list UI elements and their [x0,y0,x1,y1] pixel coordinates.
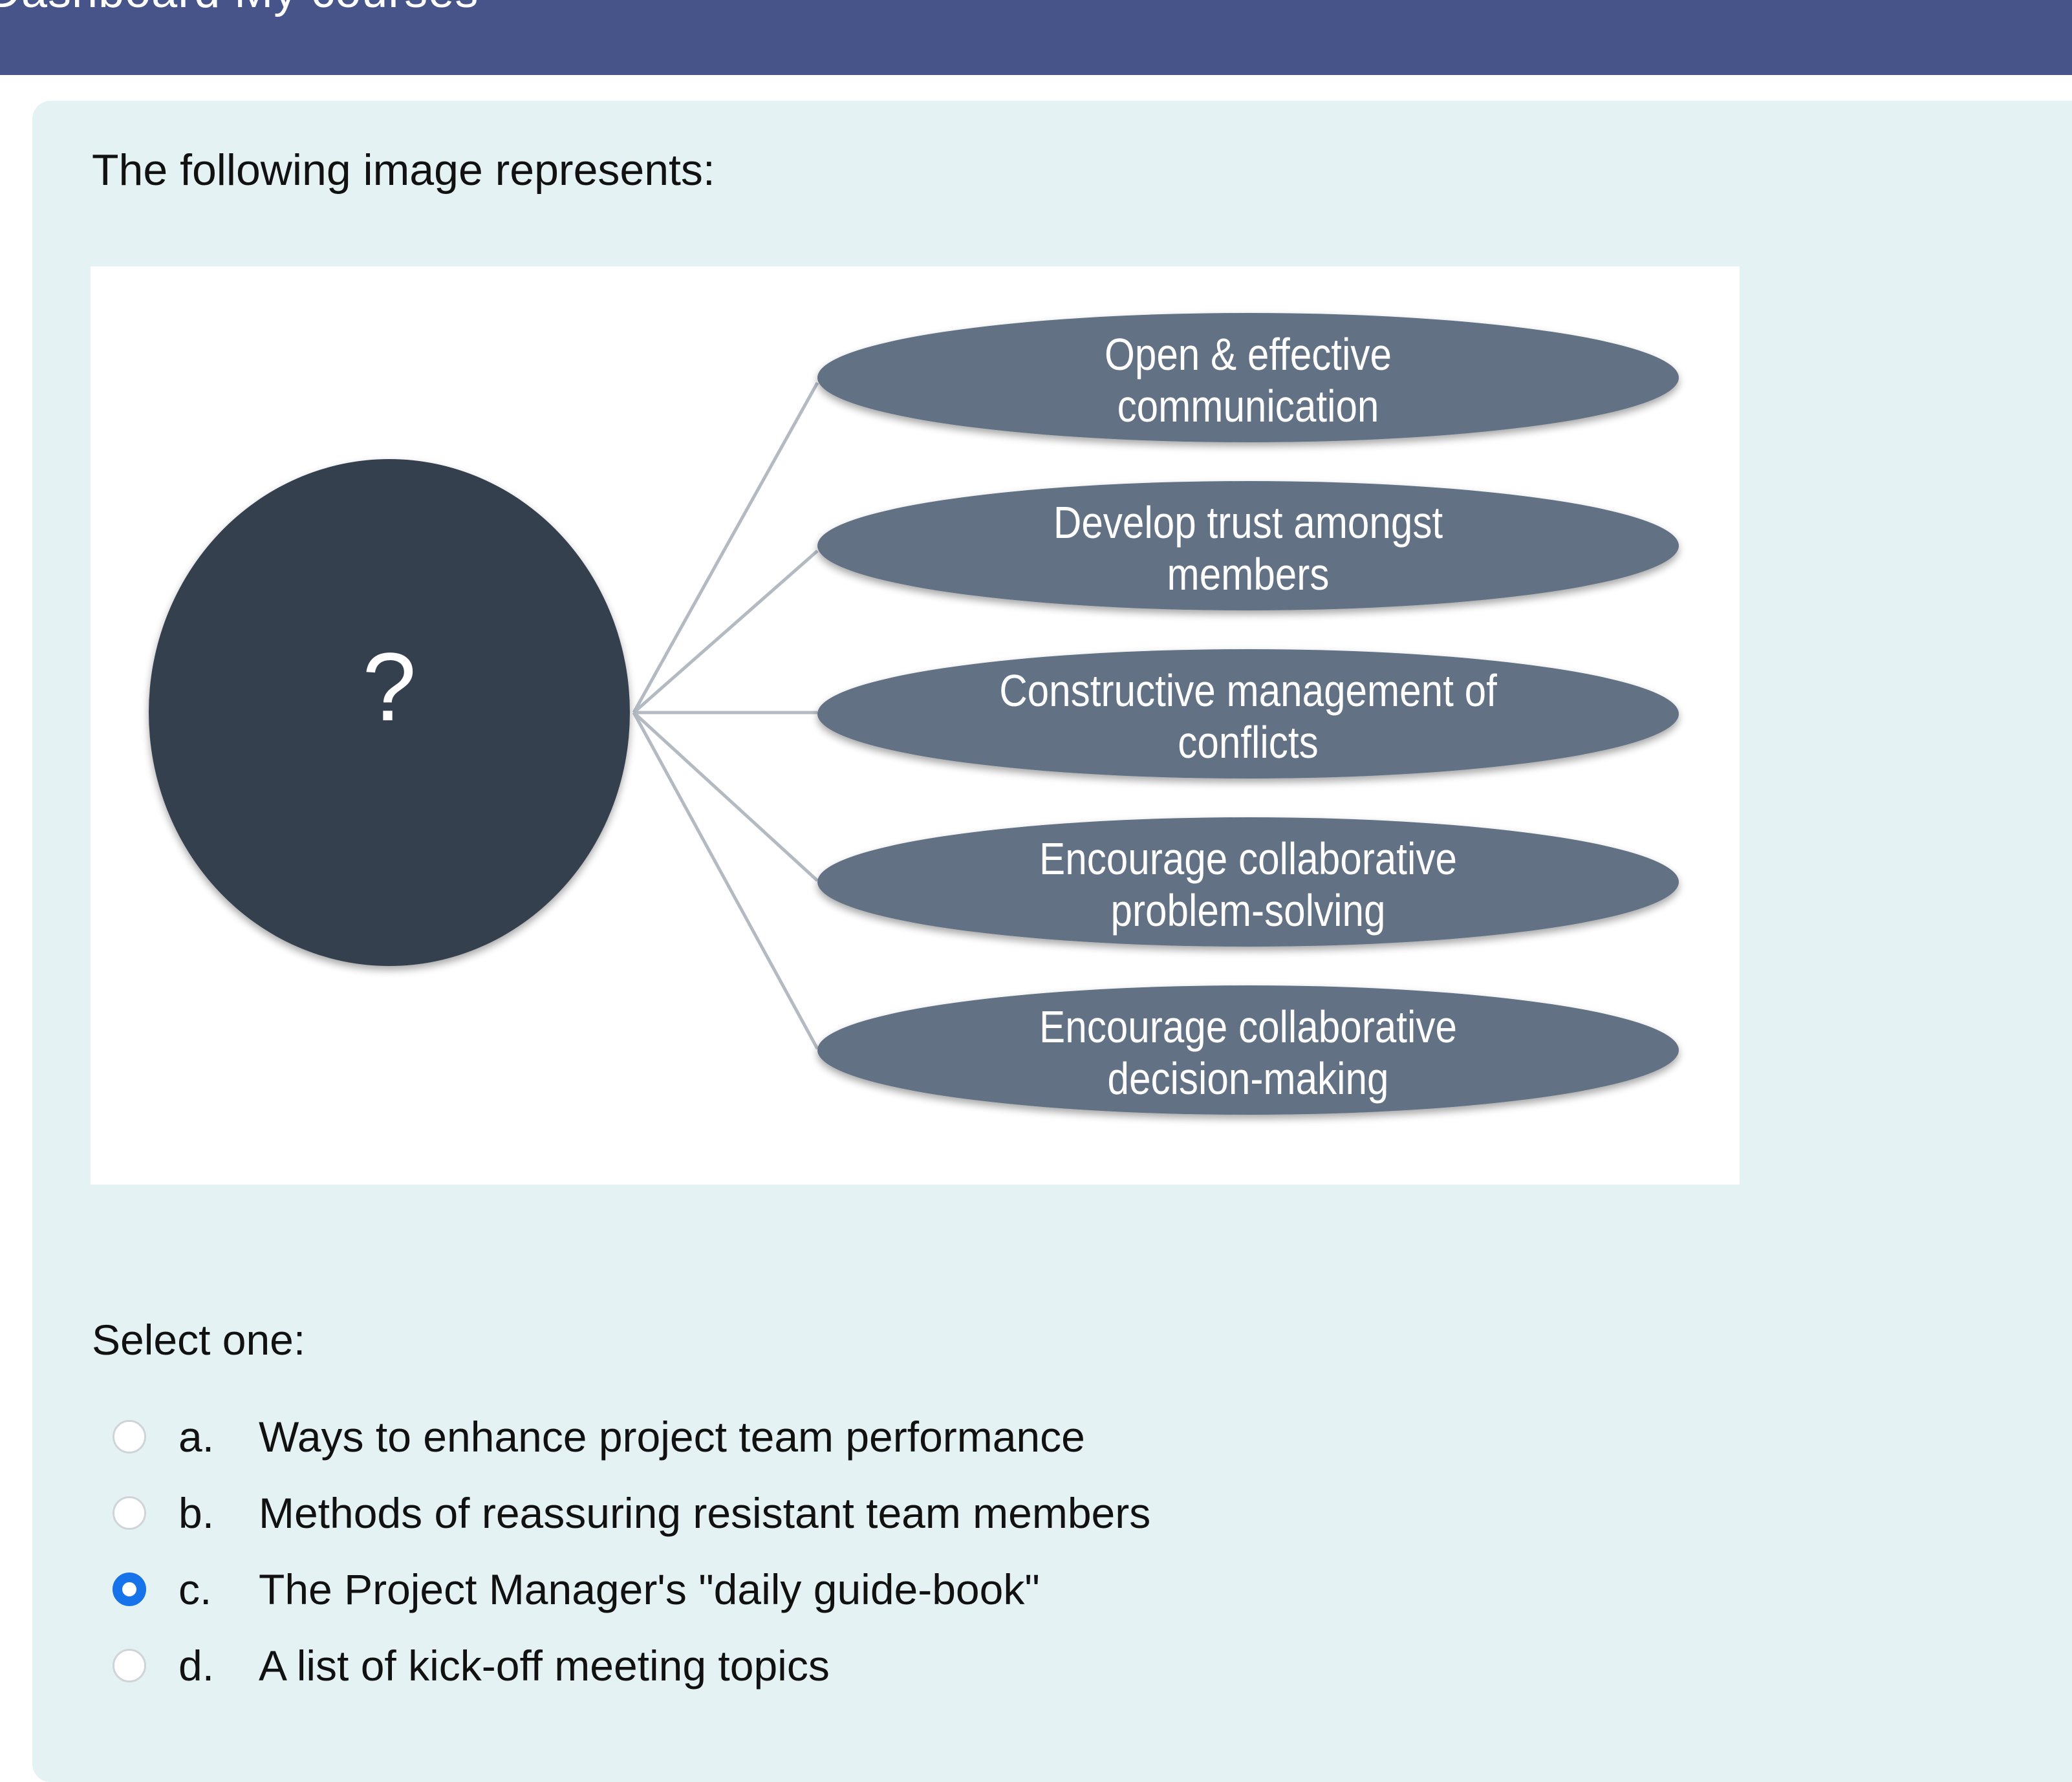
question-prompt: The following image represents: [92,145,715,195]
option-letter-c: c. [178,1565,212,1613]
option-letter-a: a. [178,1413,215,1461]
question-diagram: ? Open & effective communication Develop… [91,266,1740,1185]
radio-button-b[interactable] [113,1496,146,1530]
center-circle [149,459,630,966]
ovals [817,313,1679,1115]
oval-label-2: Develop trust amongst members [1053,497,1443,599]
top-navbar: Dashboard My courses [0,0,2072,75]
radio-button-c-selected[interactable] [113,1573,146,1606]
option-text-c[interactable]: The Project Manager's "daily guide-book" [259,1565,1040,1613]
answer-option-a[interactable]: a. Ways to enhance project team performa… [113,1404,1085,1469]
oval-label-4: Encourage collaborative problem-solving [1039,833,1457,936]
oval-3 [817,649,1679,778]
radio-button-d[interactable] [113,1649,146,1682]
oval-1 [817,313,1679,442]
connector-1 [632,381,819,714]
option-letter-d: d. [178,1642,215,1690]
oval-label-5: Encourage collaborative decision-making [1039,1002,1457,1104]
oval-label-3: Constructive management of conflicts [999,665,1497,768]
answer-option-d[interactable]: d. A list of kick-off meeting topics [113,1633,830,1698]
option-text-d[interactable]: A list of kick-off meeting topics [259,1642,830,1690]
connector-lines [632,381,819,1050]
oval-4 [817,817,1679,947]
oval-2 [817,481,1679,610]
option-letter-b: b. [178,1489,215,1537]
oval-5 [817,985,1679,1115]
connector-5 [632,711,819,1050]
option-text-a[interactable]: Ways to enhance project team performance [259,1413,1085,1461]
center-question-mark: ? [362,632,416,741]
option-text-b[interactable]: Methods of reassuring resistant team mem… [259,1489,1151,1537]
connector-4 [632,711,819,882]
connector-2 [632,550,819,714]
diagram-canvas [149,313,1679,1115]
select-one-label: Select one: [92,1316,306,1364]
breadcrumb[interactable]: Dashboard My courses [0,0,479,18]
radio-button-a[interactable] [113,1420,146,1454]
oval-label-1: Open & effective communication [1105,329,1392,431]
answer-option-c[interactable]: c. The Project Manager's "daily guide-bo… [113,1557,1040,1622]
answer-option-b[interactable]: b. Methods of reassuring resistant team … [113,1481,1150,1545]
